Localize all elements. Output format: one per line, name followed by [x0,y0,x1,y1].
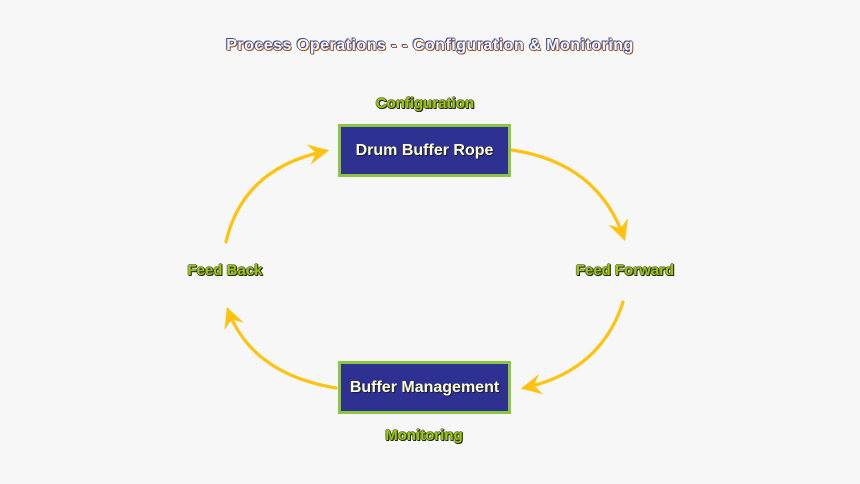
arrow-drum-buffer-rope-to-feedforward [510,148,629,241]
arrow-buffer-management-to-feedback [224,307,338,390]
label-configuration: Configuration [375,95,475,112]
diagram-title: Process Operations - - Configuration & M… [226,37,634,54]
label-feed-back: Feed Back [187,262,263,279]
node-buffer-management: Buffer Management [338,361,511,414]
node-drum-buffer-rope: Drum Buffer Rope [338,124,511,177]
arrow-feedforward-to-buffer-management [520,300,625,395]
node-drum-buffer-rope-label: Drum Buffer Rope [355,141,494,159]
arrow-feedback-to-drum-buffer-rope [224,144,330,244]
label-monitoring: Monitoring [385,427,463,444]
node-buffer-management-label: Buffer Management [349,378,500,396]
label-feed-forward: Feed Forward [575,262,675,279]
